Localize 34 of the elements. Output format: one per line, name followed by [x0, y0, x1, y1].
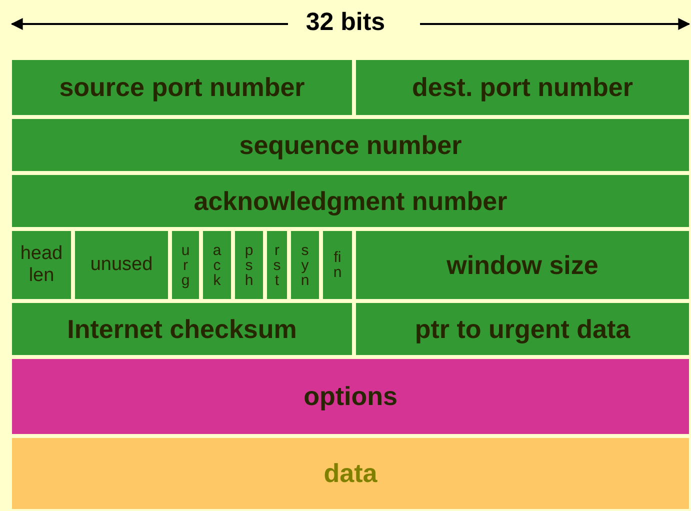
flag-name: urg [181, 242, 190, 288]
field-name: Internet checksum [67, 314, 297, 344]
header-field [265, 229, 289, 301]
header-field [73, 229, 170, 301]
flag-name: psh [244, 242, 254, 288]
header-field [321, 229, 354, 301]
header-field [354, 301, 691, 357]
header-field [10, 173, 691, 229]
field-name: options [304, 381, 398, 412]
header-field [170, 229, 201, 301]
field-name: head len [19, 243, 64, 287]
flag-name: rst [272, 242, 282, 288]
field-name: dest. port number [412, 72, 633, 103]
header-field [10, 436, 691, 511]
field-name: source port number [59, 72, 305, 103]
header-field [10, 60, 354, 117]
field-name: sequence number [239, 130, 462, 160]
field-name: ptr to urgent data [414, 314, 630, 344]
field-name: acknowledgment number [194, 186, 508, 216]
field-name: window size [446, 250, 598, 280]
field-name: data [324, 458, 378, 489]
header-field [10, 117, 691, 173]
header-field [289, 229, 321, 301]
header-field [354, 60, 691, 117]
header-field [10, 229, 73, 301]
header-field [10, 357, 691, 436]
header-field [233, 229, 265, 301]
flag-name: ack [212, 242, 222, 288]
header-field [10, 301, 354, 357]
flag-name: syn [300, 242, 310, 288]
flag-name: fin [333, 250, 342, 280]
field-name: unused [90, 254, 153, 276]
header-field [201, 229, 233, 301]
header-field [354, 229, 691, 301]
